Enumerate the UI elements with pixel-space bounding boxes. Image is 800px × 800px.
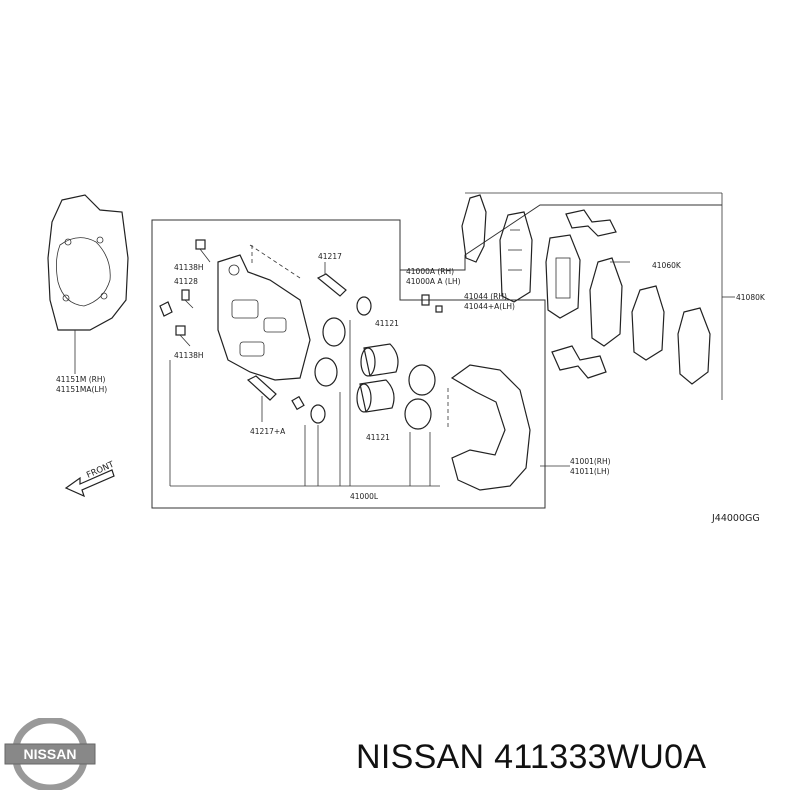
caliper-body-part <box>217 244 311 381</box>
cap-part <box>159 301 173 317</box>
callout-pin: 41217 <box>318 252 342 261</box>
callout-pin-a: 41217+A <box>250 427 286 436</box>
diagram-code: J44000GG <box>711 513 760 524</box>
piston-part <box>356 343 436 430</box>
backing-plate-part <box>47 194 129 374</box>
callout-caliper-kit: 41000L <box>350 492 379 501</box>
pad-friction-part <box>545 234 581 319</box>
bolt-lower-part <box>175 325 191 347</box>
callout-support-lh: 41011(LH) <box>570 467 610 476</box>
caliper-group-frame <box>151 219 546 509</box>
pad-clip-lower-part <box>551 345 607 379</box>
pad-clip-upper-part <box>565 209 617 237</box>
callout-bleeder: 41128 <box>174 277 198 286</box>
part-number-caption: NISSAN 411333WU0A <box>356 738 707 776</box>
callout-support-rh: 41001(RH) <box>570 457 611 466</box>
callout-backing-plate-lh: 41151MA(LH) <box>56 385 107 394</box>
logo-text: NISSAN <box>24 746 77 762</box>
callout-bracket-bolt-lh: 41044+A(LH) <box>464 302 515 311</box>
callout-piston: 41121 <box>366 433 390 442</box>
callout-pad-kit: 41060K <box>652 261 682 270</box>
bleeder-part <box>181 289 194 309</box>
callout-shim-kit: 41080K <box>736 293 766 302</box>
pad-outer-part <box>589 257 630 347</box>
callout-caliper-assy-rh: 41000A (RH) <box>406 267 454 276</box>
piston-seal-part <box>314 317 346 387</box>
pad-group-frame <box>399 204 722 300</box>
shim-outer-part <box>461 194 487 263</box>
guide-pin-part <box>316 262 372 316</box>
front-arrow-icon <box>64 469 115 498</box>
callout-bolt-upper: 41138H <box>174 263 204 272</box>
support-bracket-part <box>447 364 570 491</box>
callout-piston-seal: 41121 <box>375 319 399 328</box>
guide-pin-a-part <box>246 375 326 424</box>
pad-inner-part <box>499 211 533 303</box>
nissan-logo: NISSAN <box>4 718 96 790</box>
shim-inner-part <box>631 285 711 385</box>
callout-caliper-assy-lh: 41000A A (LH) <box>406 277 461 286</box>
callout-backing-plate-rh: 41151M (RH) <box>56 375 105 384</box>
kit-leader-lines <box>169 320 440 487</box>
bolt-upper-part <box>195 239 211 263</box>
callout-bolt-lower: 41138H <box>174 351 204 360</box>
callout-bracket-bolt-rh: 41044 (RH) <box>464 292 507 301</box>
bracket-bolt-part <box>421 294 443 313</box>
